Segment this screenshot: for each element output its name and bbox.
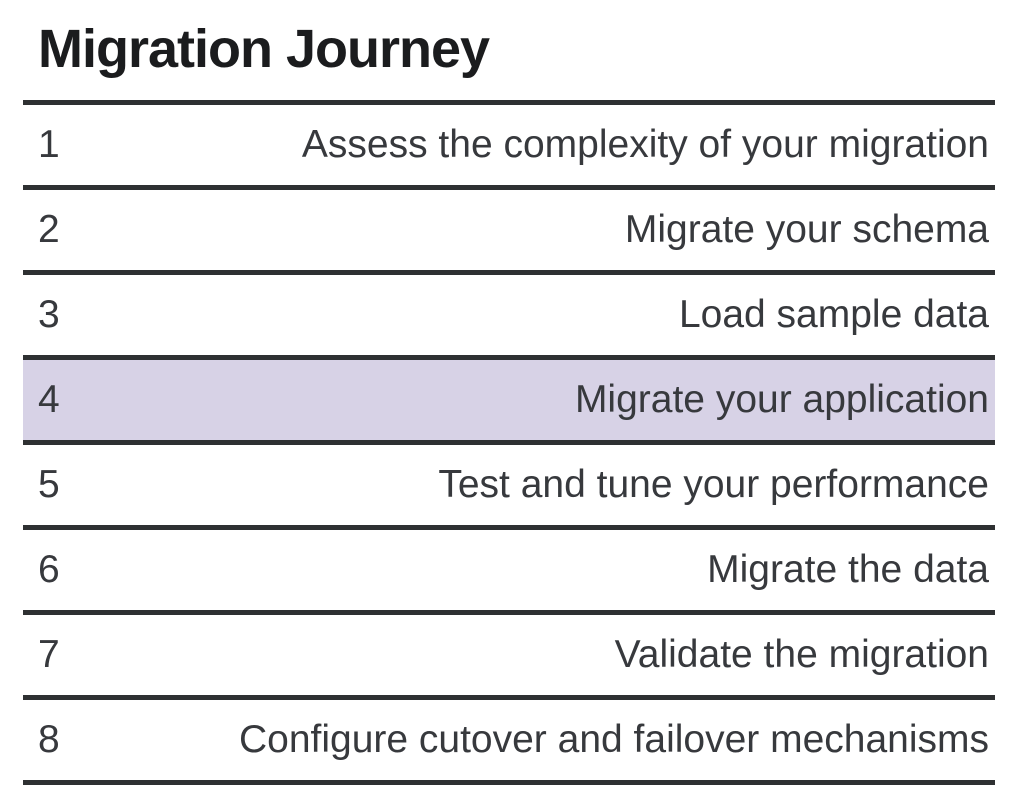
table-row: 5 Test and tune your performance xyxy=(23,440,995,525)
title-block: Migration Journey xyxy=(23,0,995,100)
step-label: Validate the migration xyxy=(614,633,989,676)
step-label: Load sample data xyxy=(678,293,989,336)
table-row: 7 Validate the migration xyxy=(23,610,995,695)
step-label: Test and tune your performance xyxy=(438,463,989,506)
step-label: Configure cutover and failover mechanism… xyxy=(238,718,989,761)
migration-journey-table: Migration Journey 1 Assess the complexit… xyxy=(23,0,995,785)
step-label: Assess the complexity of your migration xyxy=(301,123,989,166)
table-row: 2 Migrate your schema xyxy=(23,185,995,270)
step-label: Migrate your application xyxy=(574,378,989,421)
step-number: 6 xyxy=(38,548,60,591)
step-number: 5 xyxy=(38,463,60,506)
steps-table: 1 Assess the complexity of your migratio… xyxy=(23,100,995,785)
step-number: 8 xyxy=(38,718,60,761)
step-number: 1 xyxy=(38,123,60,166)
table-row: 1 Assess the complexity of your migratio… xyxy=(23,100,995,185)
step-label: Migrate the data xyxy=(707,548,989,591)
page-title: Migration Journey xyxy=(38,19,490,79)
step-number: 2 xyxy=(38,208,60,251)
table-row: 6 Migrate the data xyxy=(23,525,995,610)
table-row: 8 Configure cutover and failover mechani… xyxy=(23,695,995,780)
step-number: 3 xyxy=(38,293,60,336)
step-label: Migrate your schema xyxy=(624,208,989,251)
table-row-highlighted: 4 Migrate your application xyxy=(23,355,995,440)
step-number: 7 xyxy=(38,633,60,676)
step-number: 4 xyxy=(38,378,60,421)
table-row: 3 Load sample data xyxy=(23,270,995,355)
